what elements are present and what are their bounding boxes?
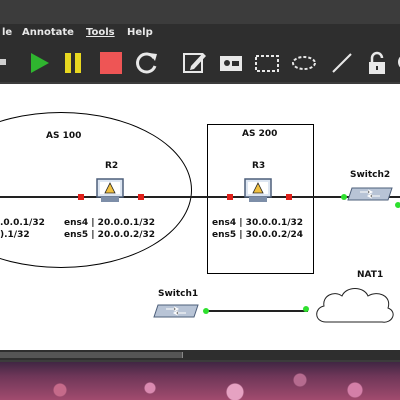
r2-ens4-label: ens4 | 20.0.0.1/32 <box>64 218 156 228</box>
link-endpoint <box>341 194 347 200</box>
menu-bar: le Annotate Tools Help <box>0 24 400 42</box>
stop-icon[interactable] <box>98 50 124 76</box>
link-endpoint <box>286 194 292 200</box>
ellipse-icon[interactable] <box>291 50 317 76</box>
link-endpoint <box>78 194 84 200</box>
router-r3[interactable] <box>243 177 273 203</box>
rectangle-icon[interactable] <box>254 50 280 76</box>
menu-tools[interactable]: Tools <box>86 27 115 38</box>
link-endpoint <box>138 194 144 200</box>
scrollbar-thumb[interactable] <box>0 352 183 358</box>
menu-annotate[interactable]: Annotate <box>22 27 74 38</box>
link-endpoint <box>395 202 400 208</box>
topology-canvas[interactable]: AS 100 AS 200 R2 ens4 | 20.0.0.1/32 ens5… <box>0 84 400 350</box>
r1-ens4-partial-label: .0.0.1/32 <box>0 218 45 228</box>
toolbar <box>0 42 400 82</box>
play-icon[interactable] <box>26 50 52 76</box>
link-endpoint <box>227 194 233 200</box>
nat1-cloud[interactable] <box>312 284 396 328</box>
menu-help[interactable]: Help <box>127 27 153 38</box>
switch1-label: Switch1 <box>158 289 199 299</box>
switch1[interactable] <box>152 303 200 319</box>
picture-icon[interactable] <box>218 50 244 76</box>
r2-ens5-label: ens5 | 20.0.0.2/32 <box>64 230 156 240</box>
r3-ens4-label: ens4 | 30.0.0.1/32 <box>212 218 304 228</box>
line-icon[interactable] <box>329 50 355 76</box>
gns3-window: le Annotate Tools Help <box>0 0 400 362</box>
r2-label: R2 <box>105 161 119 171</box>
desktop-wallpaper <box>0 360 400 400</box>
zoom-icon[interactable] <box>396 50 400 76</box>
link-endpoint <box>303 306 309 312</box>
as200-rectangle[interactable] <box>207 124 314 274</box>
pause-icon[interactable] <box>60 50 86 76</box>
link-endpoint <box>203 308 209 314</box>
menu-file[interactable]: le <box>2 27 13 38</box>
nat1-label: NAT1 <box>357 270 384 280</box>
note-icon[interactable] <box>181 50 207 76</box>
main-link <box>0 196 400 198</box>
r1-ens5-partial-label: ).1/32 <box>0 230 30 240</box>
switch2[interactable] <box>346 186 394 202</box>
lock-icon[interactable] <box>364 50 390 76</box>
r3-ens5-label: ens5 | 30.0.0.2/24 <box>212 230 304 240</box>
as200-label: AS 200 <box>242 129 278 139</box>
router-r2[interactable] <box>95 177 125 203</box>
r3-label: R3 <box>252 161 266 171</box>
horizontal-scrollbar[interactable] <box>0 350 400 360</box>
switch1-nat1-link <box>205 310 308 312</box>
close-icon[interactable] <box>0 50 12 76</box>
switch2-label: Switch2 <box>350 170 391 180</box>
as100-label: AS 100 <box>46 131 82 141</box>
reload-icon[interactable] <box>134 50 160 76</box>
